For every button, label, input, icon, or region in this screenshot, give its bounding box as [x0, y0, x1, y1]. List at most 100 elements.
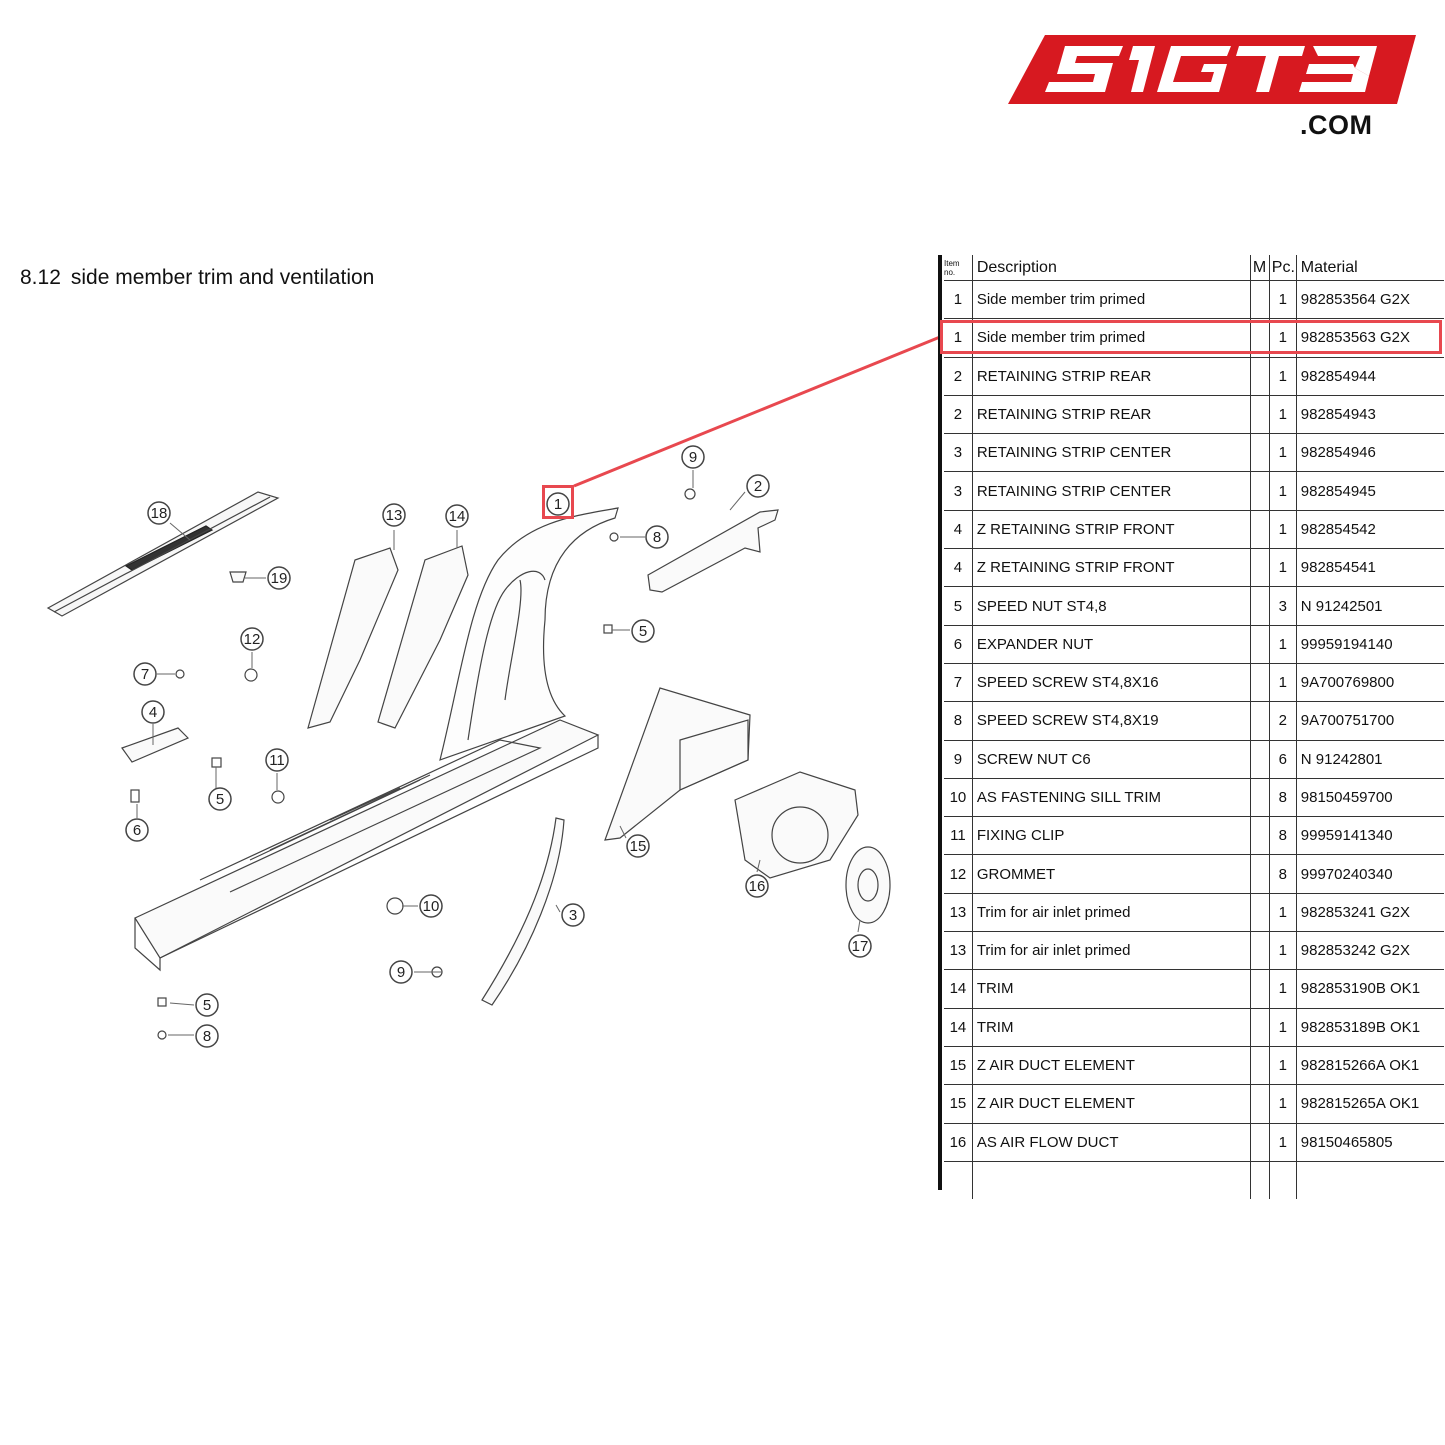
- row-material: 98150465805: [1296, 1123, 1444, 1162]
- row-m: [1250, 931, 1270, 971]
- row-description: FIXING CLIP: [972, 816, 1251, 856]
- row-description: RETAINING STRIP REAR: [972, 357, 1251, 396]
- callout-11: 11: [265, 748, 289, 772]
- callout-9b: 9: [389, 960, 413, 984]
- row-m: [1250, 357, 1270, 396]
- callout-8b: 8: [195, 1024, 219, 1048]
- row-description: TRIM: [972, 969, 1251, 1009]
- row-m: [1250, 586, 1270, 626]
- svg-text:8: 8: [203, 1028, 211, 1045]
- row-pc: 1: [1269, 395, 1297, 435]
- row-pc: 1: [1269, 931, 1297, 971]
- row-material: 982853190B OK1: [1296, 969, 1444, 1009]
- part-trim-14: [377, 545, 469, 729]
- callout-2: 2: [746, 474, 770, 498]
- row-material: 9A700769800: [1296, 663, 1444, 703]
- callout-10: 10: [419, 894, 443, 918]
- callout-4: 4: [141, 700, 165, 724]
- callout-9a: 9: [681, 445, 705, 469]
- row-item-no: 15: [944, 1084, 973, 1124]
- empty-cell: [1296, 1161, 1444, 1199]
- row-description: Z RETAINING STRIP FRONT: [972, 510, 1251, 550]
- row-material: 982853241 G2X: [1296, 893, 1444, 933]
- svg-text:13: 13: [386, 507, 403, 524]
- brand-logo[interactable]: [1005, 32, 1417, 142]
- row-pc: 1: [1269, 1008, 1297, 1047]
- row-m: [1250, 548, 1270, 588]
- table-header-row: Item no. Description M Pc. Material: [944, 255, 1444, 281]
- row-description: AS AIR FLOW DUCT: [972, 1123, 1251, 1162]
- callout-16: 16: [745, 874, 769, 898]
- callout-19: 19: [267, 566, 291, 590]
- row-material: 982854542: [1296, 510, 1444, 550]
- row-m: [1250, 893, 1270, 933]
- part-retaining-strip-rear: [647, 509, 779, 593]
- svg-text:9: 9: [397, 964, 405, 981]
- header-material: Material: [1296, 255, 1444, 281]
- highlighted-callout-box: [542, 485, 574, 519]
- row-material: 99959194140: [1296, 625, 1444, 664]
- row-description: GROMMET: [972, 854, 1251, 894]
- svg-text:9: 9: [689, 449, 697, 466]
- empty-cell: [1250, 1161, 1270, 1200]
- row-m: [1250, 1084, 1270, 1124]
- row-m: [1250, 433, 1270, 473]
- row-material: N 91242801: [1296, 740, 1444, 779]
- svg-text:6: 6: [133, 822, 141, 839]
- empty-cell: [944, 1161, 973, 1200]
- row-item-no: 3: [944, 471, 973, 511]
- row-material: 982854943: [1296, 395, 1444, 435]
- row-pc: 3: [1269, 586, 1297, 626]
- row-m: [1250, 778, 1270, 818]
- row-pc: 1: [1269, 433, 1297, 473]
- row-pc: 1: [1269, 280, 1297, 320]
- callout-1: 1: [546, 492, 570, 516]
- row-description: Z RETAINING STRIP FRONT: [972, 548, 1251, 588]
- row-m: [1250, 854, 1270, 894]
- svg-text:8: 8: [653, 529, 661, 546]
- row-description: Trim for air inlet primed: [972, 893, 1251, 933]
- part-fan: [845, 846, 891, 924]
- row-description: EXPANDER NUT: [972, 625, 1251, 664]
- svg-text:15: 15: [630, 838, 647, 855]
- part-retaining-strip-center: [481, 817, 565, 1006]
- row-pc: 2: [1269, 701, 1297, 741]
- highlight-callout-line: [573, 335, 940, 488]
- row-m: [1250, 395, 1270, 435]
- row-pc: 1: [1269, 1084, 1297, 1124]
- svg-text:5: 5: [639, 623, 647, 640]
- row-description: RETAINING STRIP CENTER: [972, 471, 1251, 511]
- row-pc: 1: [1269, 893, 1297, 933]
- svg-text:7: 7: [141, 666, 149, 683]
- row-pc: 1: [1269, 1123, 1297, 1162]
- svg-text:11: 11: [269, 752, 285, 769]
- svg-text:19: 19: [271, 570, 288, 587]
- row-material: 98150459700: [1296, 778, 1444, 818]
- row-material: 982854541: [1296, 548, 1444, 588]
- callout-14: 14: [445, 504, 469, 528]
- row-m: [1250, 816, 1270, 856]
- part-air-flow-duct: [734, 771, 859, 879]
